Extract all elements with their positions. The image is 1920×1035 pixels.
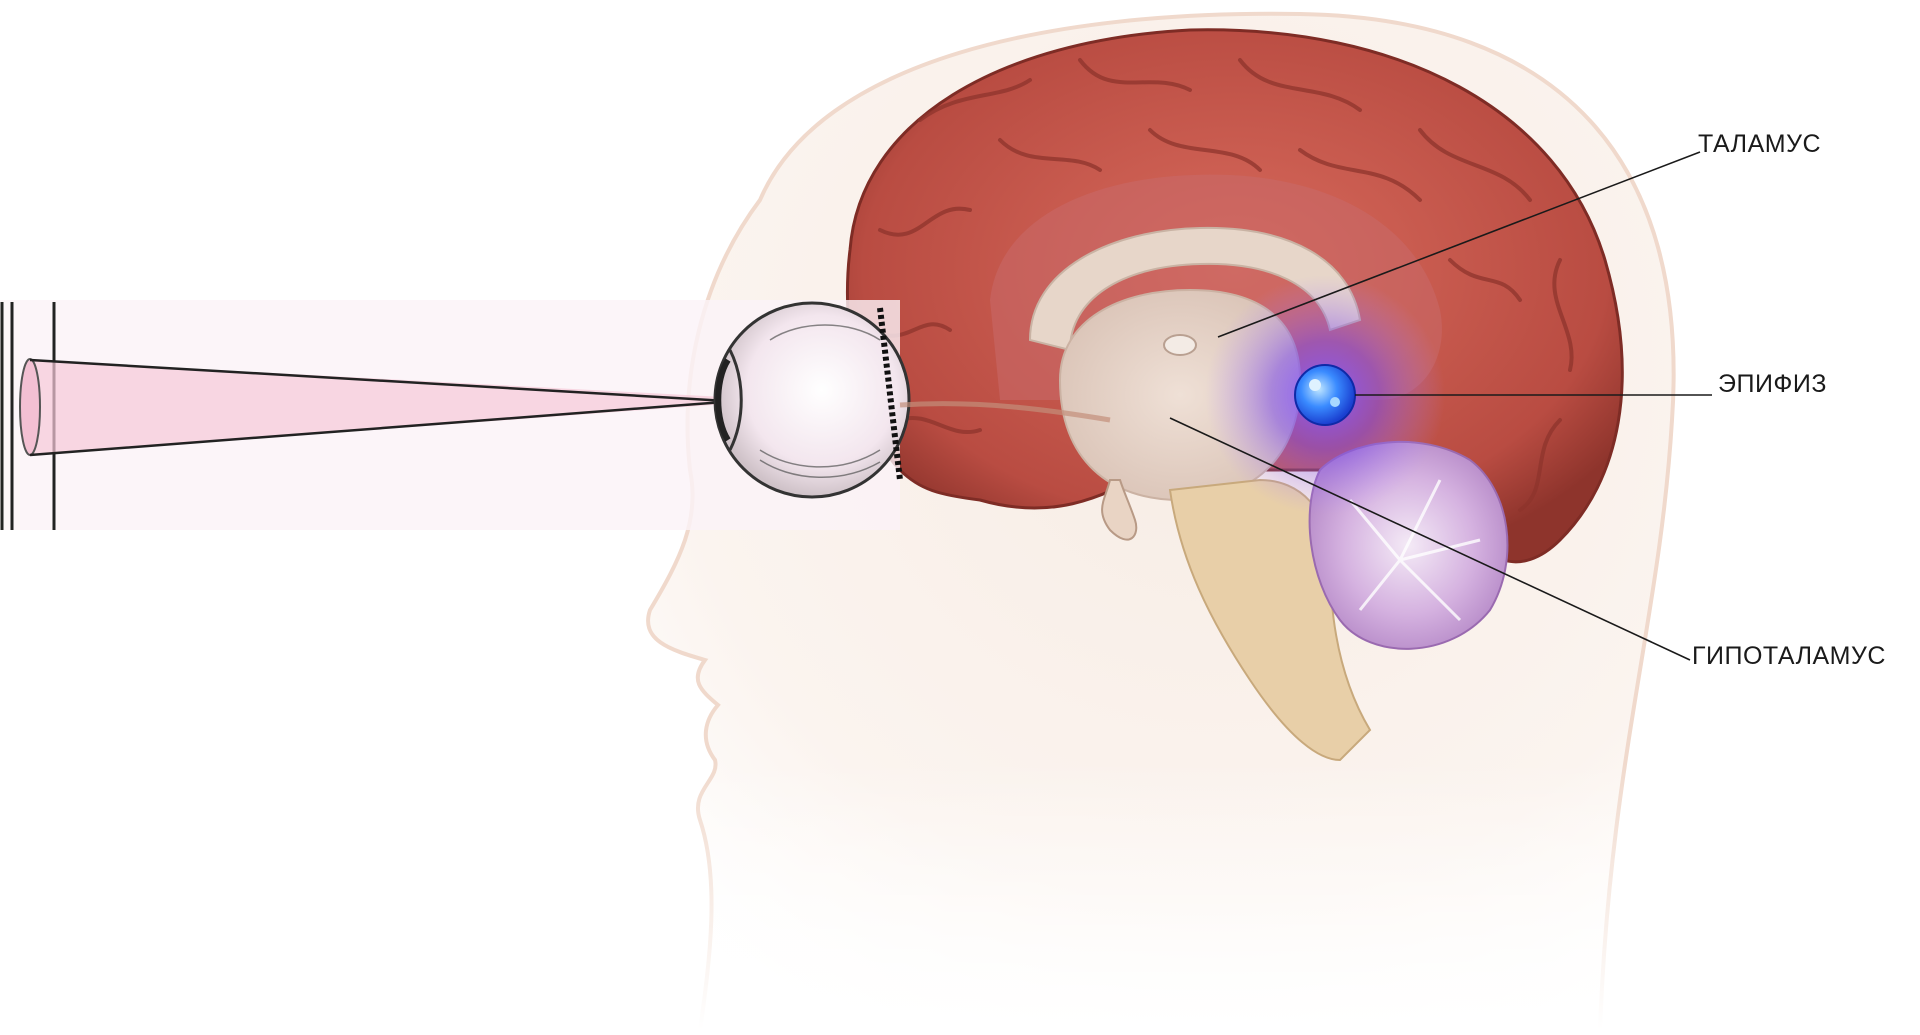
hypothalamus-label: ГИПОТАЛАМУС — [1692, 642, 1886, 671]
eye-icon — [715, 303, 909, 497]
epiphysis-label: ЭПИФИЗ — [1718, 370, 1827, 399]
thalamus-label: ТАЛАМУС — [1698, 130, 1821, 159]
thalamus-body — [1164, 335, 1196, 355]
